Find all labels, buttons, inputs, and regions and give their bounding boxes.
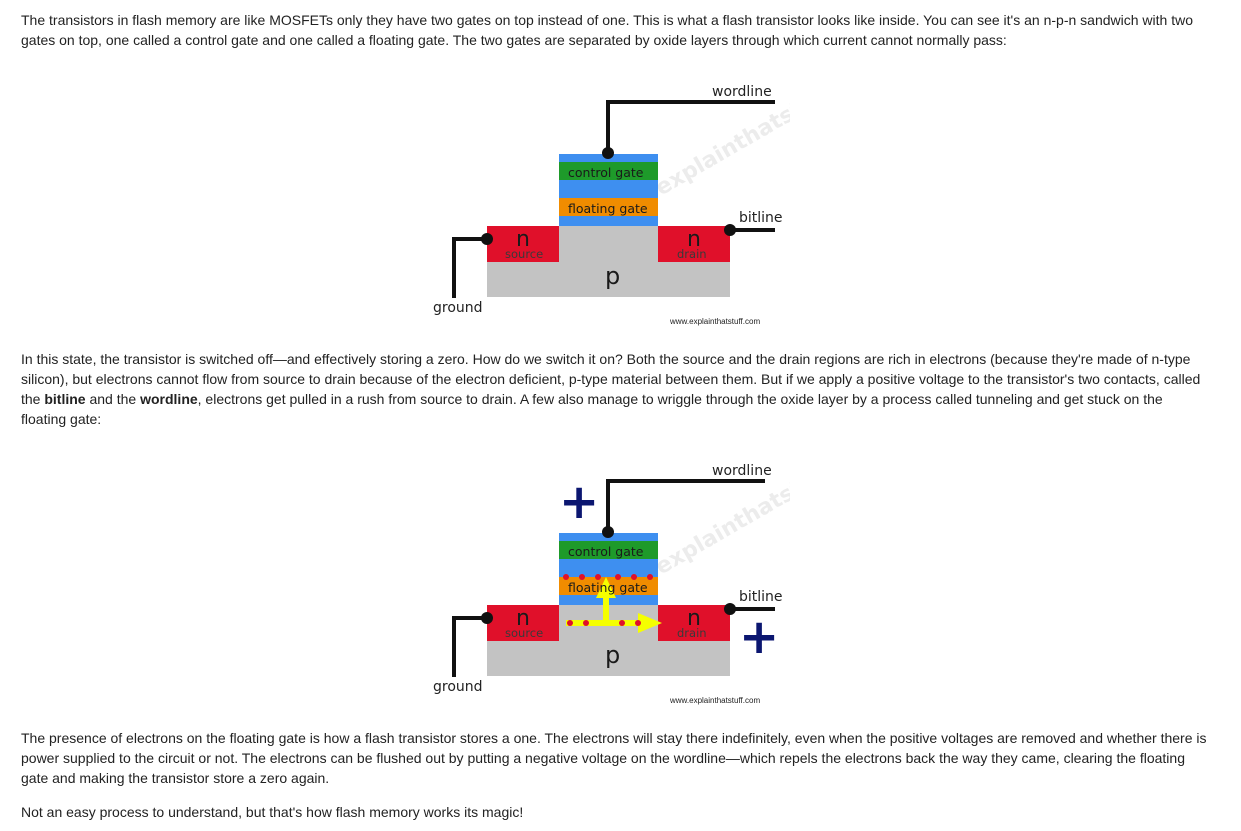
bitline-contact [724,224,736,236]
tunneling-arrowhead [596,577,616,598]
floating-gate-label: floating gate [568,201,648,216]
wordline-contact [602,147,614,159]
source-url: www.explainthatstuff.com [669,317,760,326]
flash-transistor-on-diagram: explainthatstuff.com + + [430,445,790,715]
electron [619,620,625,626]
wordline-label: wordline [712,463,772,479]
control-gate-label: control gate [568,544,644,559]
drain-region [658,226,730,262]
ground-wire [452,237,487,298]
trapped-electron [647,574,653,580]
source-url: www.explainthatstuff.com [669,696,760,705]
flash-transistor-off-diagram: explainthatstuff.com wordline bitline gr… [430,66,790,336]
ground-label: ground [433,300,483,316]
p-label: p [605,262,620,290]
bitline-label: bitline [739,589,783,605]
ground-contact [481,612,493,624]
n-source-label: n [516,606,530,631]
electron [567,620,573,626]
switching-text-part3: , electrons get pulled in a rush from so… [21,391,1163,427]
control-gate [559,541,658,559]
control-gate-label: control gate [568,165,644,180]
source-region [487,226,559,262]
trapped-electron [631,574,637,580]
positive-wordline-voltage-icon: + [559,474,599,530]
ground-wire [452,616,487,677]
n-drain-label: n [687,606,701,631]
bitline-contact [724,603,736,615]
drain-region [658,605,730,641]
floating-gate [559,198,658,216]
storage-paragraph: The presence of electrons on the floatin… [21,730,1207,786]
trapped-electron [595,574,601,580]
n-source-label: n [516,227,530,252]
oxide-layer-bottom [559,216,658,226]
positive-bitline-voltage-icon: + [739,609,779,665]
p-label: p [605,641,620,669]
wordline-wire [606,100,775,152]
wordline-label: wordline [712,84,772,100]
electron-flow-arrowhead [638,613,662,633]
oxide-layer-middle [559,180,658,198]
trapped-electron [563,574,569,580]
wordline-contact [602,526,614,538]
intro-paragraph: The transistors in flash memory are like… [21,12,1193,48]
ground-contact [481,233,493,245]
switching-text-part2: and the [85,391,141,407]
wordline-wire [606,479,765,531]
floating-gate-label: floating gate [568,580,648,595]
source-label: source [505,247,543,261]
source-label: source [505,626,543,640]
switching-text-part1: In this state, the transistor is switche… [21,351,1201,407]
bitline-label: bitline [739,210,783,226]
trapped-electron [615,574,621,580]
electron [583,620,589,626]
bitline-term: bitline [44,391,86,407]
source-region [487,605,559,641]
switching-paragraph: In this state, the transistor is switche… [21,349,1211,429]
oxide-layer-middle [559,559,658,577]
drain-label: drain [677,626,707,640]
closing-paragraph: Not an easy process to understand, but t… [21,804,524,820]
drain-label: drain [677,247,707,261]
ground-label: ground [433,679,483,695]
trapped-electron [579,574,585,580]
n-drain-label: n [687,227,701,252]
control-gate [559,162,658,180]
electron [635,620,641,626]
wordline-term: wordline [140,391,198,407]
